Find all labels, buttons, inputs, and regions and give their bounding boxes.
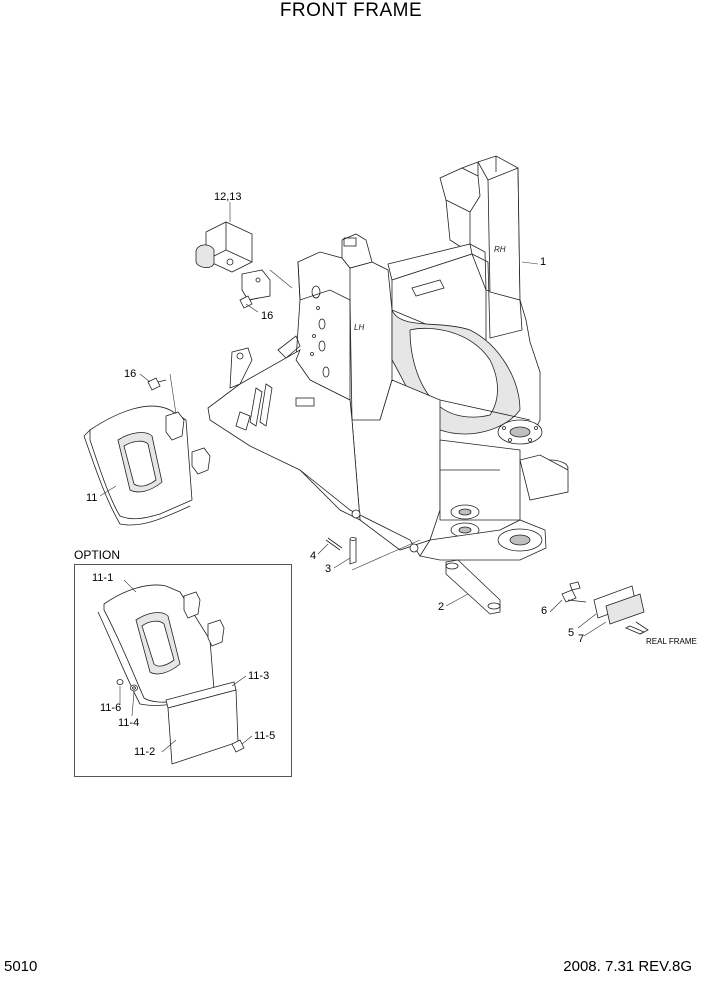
pin-part bbox=[325, 537, 357, 565]
plate-parts bbox=[561, 581, 649, 635]
page-title: FRONT FRAME bbox=[279, 0, 423, 21]
callout-11-5: 11-5 bbox=[254, 730, 276, 742]
callout-11-4: 11-4 bbox=[118, 717, 140, 729]
callout-7: 7 bbox=[578, 633, 585, 645]
callout-16-upper: 16 bbox=[261, 310, 274, 322]
callout-11-3: 11-3 bbox=[248, 670, 270, 682]
leader-lines bbox=[99, 202, 607, 753]
callout-5: 5 bbox=[568, 627, 575, 639]
bolt-16-left bbox=[147, 377, 167, 391]
callout-3: 3 bbox=[325, 563, 332, 575]
callout-11-1: 11-1 bbox=[92, 572, 114, 584]
real-frame-label: REAL FRAME bbox=[646, 637, 697, 646]
callout-11-6: 11-6 bbox=[100, 702, 122, 714]
callout-11: 11 bbox=[86, 492, 98, 504]
option-fender-part bbox=[97, 584, 245, 765]
callout-16-left: 16 bbox=[124, 368, 137, 380]
rh-label: RH bbox=[494, 245, 506, 254]
front-frame-part: RH LH bbox=[207, 155, 569, 561]
bolt-16-upper bbox=[239, 295, 259, 309]
callout-12-13: 12,13 bbox=[214, 191, 242, 203]
callout-1: 1 bbox=[540, 256, 547, 268]
fender-part bbox=[83, 405, 211, 526]
callout-2: 2 bbox=[438, 601, 445, 613]
revision-date: 2008. 7.31 REV.8G bbox=[563, 958, 692, 975]
callout-4: 4 bbox=[310, 550, 317, 562]
callout-11-2: 11-2 bbox=[134, 746, 156, 758]
guard-part bbox=[195, 221, 271, 301]
callout-6: 6 bbox=[541, 605, 548, 617]
lh-label: LH bbox=[354, 323, 364, 332]
link-bar-part bbox=[445, 559, 501, 615]
option-label: OPTION bbox=[74, 548, 121, 562]
page-number: 5010 bbox=[4, 958, 38, 975]
option-box bbox=[74, 564, 292, 777]
